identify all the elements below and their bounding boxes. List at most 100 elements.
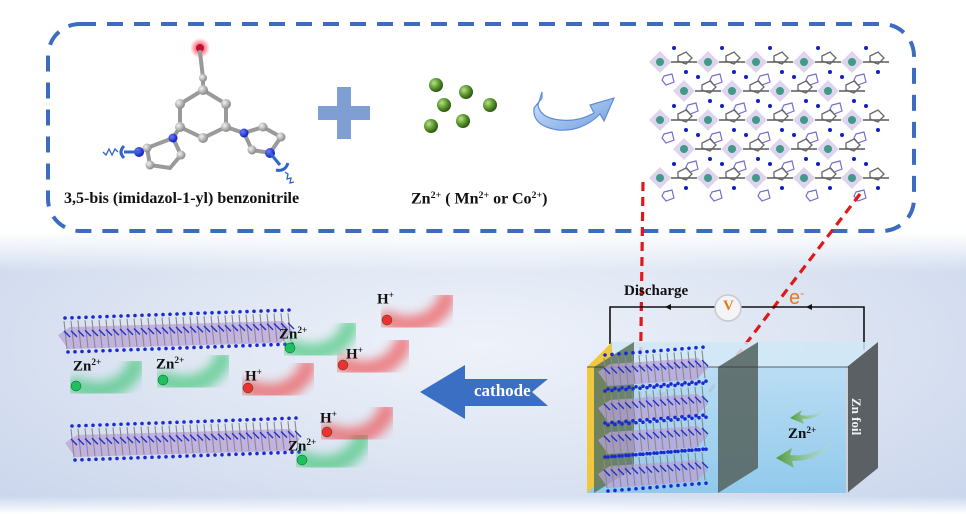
metal-node-center [656, 58, 664, 66]
coordination-linker-right [268, 152, 295, 184]
cathode-layer-bottom [65, 416, 302, 462]
linker-ring [677, 109, 693, 123]
nitrile-atom [696, 133, 700, 137]
imidazole-ring [805, 73, 819, 86]
nitrile-atom [852, 157, 856, 161]
ion-symbol: Zn [279, 326, 298, 343]
metal-node-center [752, 116, 760, 124]
electron-label: e- [789, 286, 805, 309]
metal-node-center [752, 174, 760, 182]
ion-ball [242, 382, 254, 394]
linker-ring [725, 167, 741, 181]
nitrile-atom [744, 75, 748, 79]
nitrile-atom [876, 186, 880, 190]
linker-ring [677, 51, 693, 65]
proton-ion [378, 289, 456, 334]
imidazole-ring [853, 73, 867, 86]
linker-ring [701, 138, 717, 152]
ion-symbol: Zn [156, 356, 175, 373]
nitrile-atom [780, 128, 784, 132]
nitrile-atom [876, 128, 880, 132]
ion-ball [157, 374, 169, 386]
electrolyte-ion-label: Zn2+ [788, 426, 817, 443]
ion-glow-tail [239, 357, 317, 402]
metal-node-center [848, 116, 856, 124]
imidazole-ring [781, 160, 795, 173]
ion-charge: 2+ [174, 356, 185, 366]
voltmeter-label: V [723, 298, 734, 314]
imidazole-ring [685, 160, 699, 173]
ion-flow-arrow-icon [776, 438, 836, 468]
nitrile-atom [756, 99, 760, 103]
metal-node-center [656, 174, 664, 182]
ion-ball [337, 359, 349, 371]
cell-cathode-layer [598, 447, 709, 493]
zn-ion [154, 349, 232, 394]
nitrile-atom [720, 104, 724, 108]
ion-symbol: H [377, 291, 389, 308]
battery-cell [587, 294, 878, 493]
cathode-arrow-label: cathode [474, 381, 531, 400]
nitrile-nitrogen-atom [196, 44, 204, 52]
nitrile-atom [768, 162, 772, 166]
metal-node-center [704, 58, 712, 66]
imidazole-ring [733, 160, 747, 173]
voltmeter-icon [714, 294, 742, 322]
nitrile-atom [864, 104, 868, 108]
linker-ring [677, 167, 693, 181]
coordination-linker-left [102, 144, 139, 160]
proton-ion [334, 334, 412, 379]
ion-glow-tail [281, 317, 359, 362]
imidazole-ring [661, 189, 675, 202]
cell-cathode-layer [598, 381, 709, 427]
proton-label: H+ [377, 291, 394, 309]
ion-charge: 2+ [297, 326, 308, 336]
nitrile-atom [828, 128, 832, 132]
nitrile-atom [780, 70, 784, 74]
ion-ball [70, 380, 82, 392]
linker-ring [725, 51, 741, 65]
separator [718, 342, 758, 493]
nitrile-atom [732, 128, 736, 132]
metal-node-center [656, 116, 664, 124]
linker-ring [749, 80, 765, 94]
linker-ring [749, 138, 765, 152]
metal-node-center [752, 58, 760, 66]
linker-ring [725, 109, 741, 123]
metal-node-center [728, 145, 736, 153]
imidazole-ring [757, 131, 771, 144]
curved-reaction-arrow-icon [533, 91, 616, 131]
cell-cathode-layer [598, 413, 709, 459]
nitrile-atom [768, 104, 772, 108]
imidazole-ring [781, 102, 795, 115]
nitrile-atom [672, 104, 676, 108]
linker-ring [797, 80, 813, 94]
nitrile-atom [732, 70, 736, 74]
ion-symbol: Zn [73, 358, 92, 375]
nitrile-atom [828, 70, 832, 74]
metal-node-center [704, 116, 712, 124]
nitrile-atom [768, 46, 772, 50]
linker-ring [869, 167, 885, 181]
proton-ion [239, 357, 317, 402]
nitrile-atom [672, 162, 676, 166]
zn-ion [281, 317, 359, 362]
zn-foil-label: Zn foil [849, 398, 864, 436]
imidazole-ring [829, 102, 843, 115]
imidazole-ring [853, 131, 867, 144]
ion-glow-tail [378, 289, 456, 334]
imidazole-ring [661, 131, 675, 144]
ion-charge: + [331, 410, 337, 420]
metal-node-center [800, 58, 808, 66]
nitrile-atom [864, 162, 868, 166]
nitrile-atom [876, 70, 880, 74]
linker-ring [821, 109, 837, 123]
linker-ring [797, 138, 813, 152]
ion-ball [321, 426, 333, 438]
linker-ring [773, 167, 789, 181]
proton-label: H+ [346, 346, 363, 364]
nitrile-atom [708, 99, 712, 103]
ion-charge: + [388, 291, 394, 301]
ion-glow-tail [154, 349, 232, 394]
imidazole-ring [757, 189, 771, 202]
